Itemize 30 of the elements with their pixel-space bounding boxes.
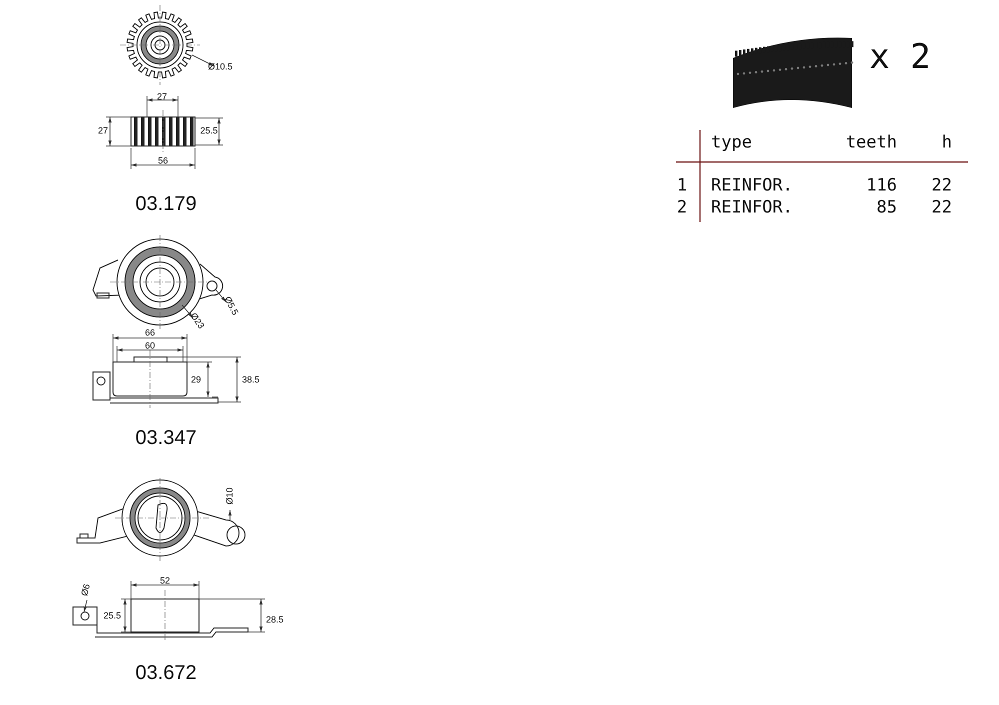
row-number: 2 (676, 200, 688, 216)
dimension-value: 56 (158, 156, 168, 166)
dimension-value: Ø10 (226, 488, 234, 504)
dimension-value: Ø5.5 (222, 295, 240, 317)
belt-height: 22 (932, 200, 952, 216)
dimension-value: 27 (157, 92, 167, 102)
column-header: teeth (846, 134, 897, 152)
column-header: type (711, 134, 752, 152)
part-number: 03.672 (135, 663, 197, 683)
part-number: 03.347 (135, 428, 197, 448)
belt-height: 22 (932, 178, 952, 194)
dimension-value: 66 (145, 328, 155, 338)
part-number: 03.179 (135, 194, 197, 214)
dimension-value: Ø10.5 (208, 62, 233, 72)
teeth-count: 85 (876, 200, 897, 216)
dimension-value: 28.5 (266, 616, 284, 624)
dimension-value: 29 (191, 376, 201, 384)
row-number: 1 (676, 178, 688, 194)
dimension-value: 38.5 (242, 376, 260, 384)
dimension-value: 27 (98, 126, 108, 136)
belt-type: REINFOR. (711, 200, 793, 216)
column-header: h (942, 134, 952, 152)
dimension-value: 25.5 (200, 126, 218, 136)
teeth-count: 116 (866, 178, 897, 194)
dimension-value: Ø6 (80, 583, 92, 597)
quantity-label: x 2 (869, 40, 931, 74)
dimension-value: 25.5 (103, 612, 121, 620)
dimension-value: 60 (145, 342, 155, 350)
dimension-value: 52 (160, 576, 170, 586)
belt-type: REINFOR. (711, 178, 793, 194)
